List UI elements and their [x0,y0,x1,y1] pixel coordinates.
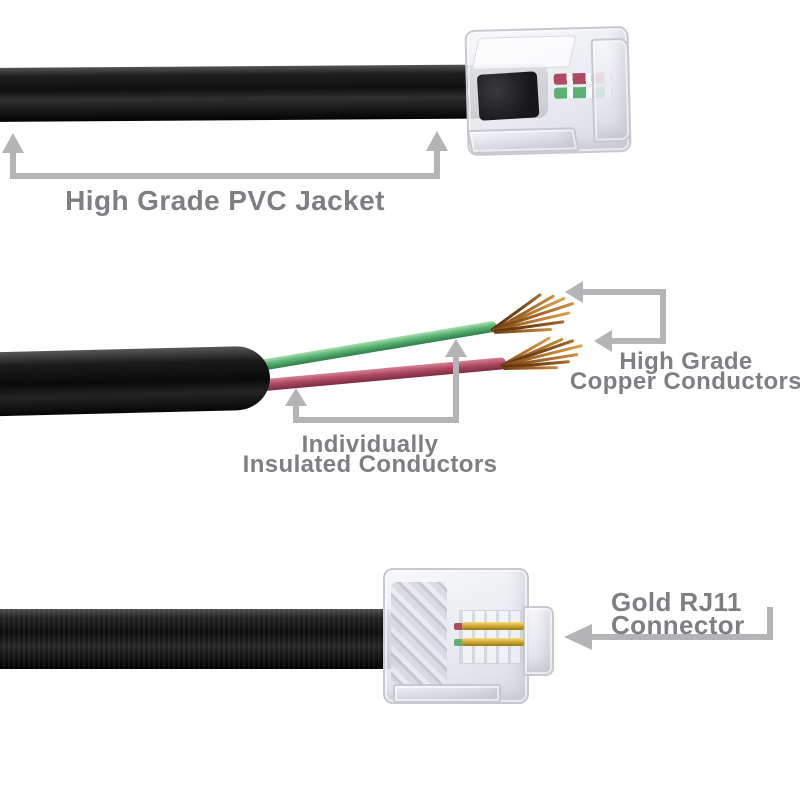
label-line: Individually [301,431,439,458]
label-line: Insulated Conductors [242,451,498,478]
up-arrow-icon [2,133,24,153]
up-arrow-icon [445,339,467,357]
bracket-line [581,289,666,344]
left-arrow-icon [565,281,583,303]
copper-conductors-label: High Grade Copper Conductors [556,348,800,395]
left-arrow-icon [594,330,612,352]
cable-jacket-stub [476,71,540,121]
connector-facet [471,35,577,70]
label-line: Copper Conductors [569,368,800,395]
copper-strand [502,366,559,370]
green-wire-tip [454,639,463,646]
connector-nose [590,37,632,143]
rj11-connector-top [464,25,632,157]
label-line: High Grade PVC Jacket [65,185,385,216]
pvc-jacket-label: High Grade PVC Jacket [40,186,410,216]
red-wire-tip [454,623,463,630]
up-arrow-icon [426,131,448,151]
stripped-cable-jacket [0,345,271,417]
connector-latch [393,684,501,703]
label-line: High Grade [619,348,753,375]
left-arrow-icon [564,624,592,650]
insulated-conductors-label: Individually Insulated Conductors [220,431,520,478]
copper-conductors-annotation [565,281,666,352]
label-line: Connector [611,610,745,640]
connector-latch [466,127,580,155]
up-arrow-icon [285,388,307,406]
gold-pin [462,638,524,646]
connector-nose [523,606,554,676]
rj11-connector-bottom [383,566,554,704]
crimped-jacket-area [391,582,447,684]
bracket-line [10,149,440,179]
pvc-jacket-annotation [2,131,448,179]
pin-window [459,610,523,664]
bottom-cable [0,609,402,669]
gold-pin [462,622,524,630]
gold-connector-label: Gold RJ11 Connector [611,589,800,640]
